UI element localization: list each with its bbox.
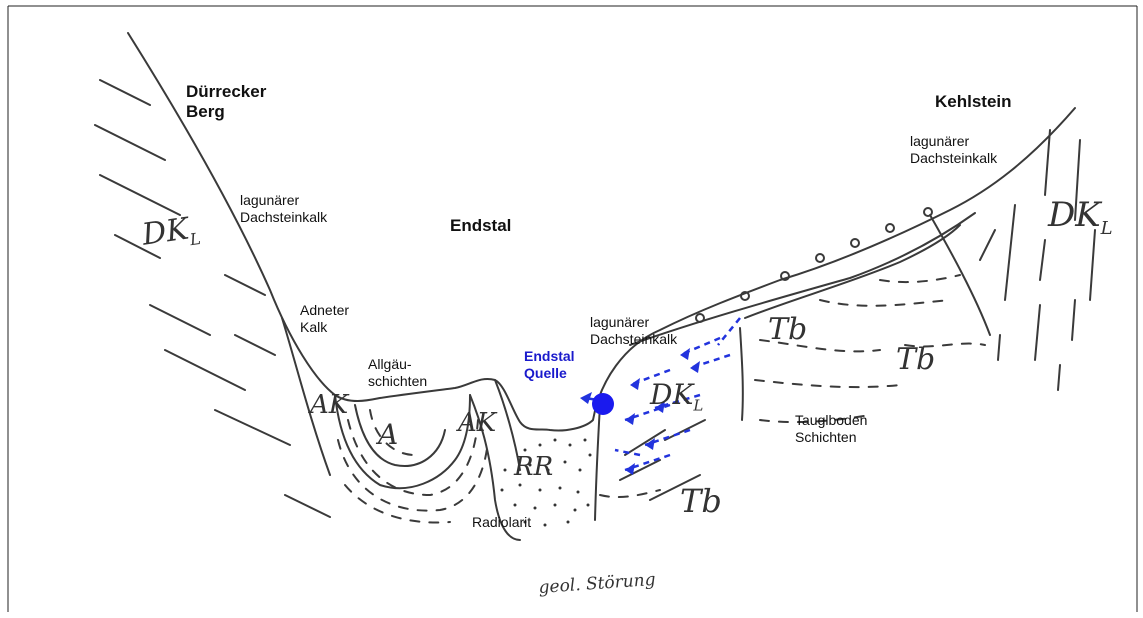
hand-tb-1: Tb bbox=[768, 312, 807, 347]
hand-dkl-right-text: DK bbox=[1048, 195, 1101, 235]
label-tauglboden-line1: Tauglboden bbox=[795, 412, 867, 429]
hand-dkl-right-sub: L bbox=[1101, 218, 1113, 239]
label-radiolarit: Radiolarit bbox=[472, 514, 531, 531]
hand-dkl-center-sub: L bbox=[693, 397, 703, 415]
label-endstal: Endstal bbox=[450, 216, 511, 236]
hand-tb-3: Tb bbox=[680, 482, 722, 520]
tb-fault-1 bbox=[740, 328, 743, 420]
fault-line bbox=[595, 405, 600, 520]
label-quelle-line1: Endstal bbox=[524, 348, 575, 365]
hand-dkl-right: DKL bbox=[1048, 195, 1113, 239]
label-endstal-quelle: Endstal Quelle bbox=[524, 348, 575, 382]
hand-ak-right: AK bbox=[458, 408, 496, 438]
hand-a-center: A bbox=[378, 418, 398, 451]
hand-ak-left: AK bbox=[310, 390, 348, 420]
tb-strata-2 bbox=[755, 380, 900, 387]
label-allgaeu-line1: Allgäu- bbox=[368, 356, 427, 373]
label-lagunaer-right-line1: lagunärer bbox=[910, 133, 997, 150]
hand-dkl-left-text: DK bbox=[140, 212, 191, 253]
label-lagunaer-center-line2: Dachsteinkalk bbox=[590, 331, 677, 348]
label-tauglboden-line2: Schichten bbox=[795, 429, 867, 446]
tb-strata-7 bbox=[600, 490, 660, 497]
label-adneter-line2: Kalk bbox=[300, 319, 349, 336]
label-kehlstein: Kehlstein bbox=[935, 92, 1012, 112]
endstal-quelle-dot bbox=[592, 393, 614, 415]
label-lagunaer-right-line2: Dachsteinkalk bbox=[910, 150, 997, 167]
label-tauglboden: Tauglboden Schichten bbox=[795, 412, 867, 446]
label-allgaeu-line2: schichten bbox=[368, 373, 427, 390]
label-duerrecker-line1: Dürrecker bbox=[186, 82, 266, 102]
label-lagunaer-left-line1: lagunärer bbox=[240, 192, 327, 209]
hand-tb-2: Tb bbox=[896, 342, 935, 377]
label-lagunaer-right: lagunärer Dachsteinkalk bbox=[910, 133, 997, 167]
label-allgaeuschichten: Allgäu- schichten bbox=[368, 356, 427, 390]
tb-strata-5 bbox=[880, 275, 960, 282]
label-lagunaer-center-line1: lagunärer bbox=[590, 314, 677, 331]
hand-dkl-center-text: DK bbox=[650, 378, 693, 411]
allgaeu-strata-3 bbox=[345, 485, 450, 523]
label-quelle-line2: Quelle bbox=[524, 365, 575, 382]
hand-rr: RR bbox=[514, 452, 553, 482]
label-duerrecker-berg: Dürrecker Berg bbox=[186, 82, 266, 122]
hand-dkl-center: DKL bbox=[650, 378, 703, 415]
tb-strata-4 bbox=[820, 300, 950, 306]
label-lagunaer-left: lagunärer Dachsteinkalk bbox=[240, 192, 327, 226]
label-duerrecker-line2: Berg bbox=[186, 102, 266, 122]
label-adneter-line1: Adneter bbox=[300, 302, 349, 319]
label-lagunaer-left-line2: Dachsteinkalk bbox=[240, 209, 327, 226]
ak-syncline-inner bbox=[355, 405, 445, 466]
label-adneter-kalk: Adneter Kalk bbox=[300, 302, 349, 336]
label-lagunaer-center: lagunärer Dachsteinkalk bbox=[590, 314, 677, 348]
hand-dkl-left: DKL bbox=[140, 210, 202, 256]
